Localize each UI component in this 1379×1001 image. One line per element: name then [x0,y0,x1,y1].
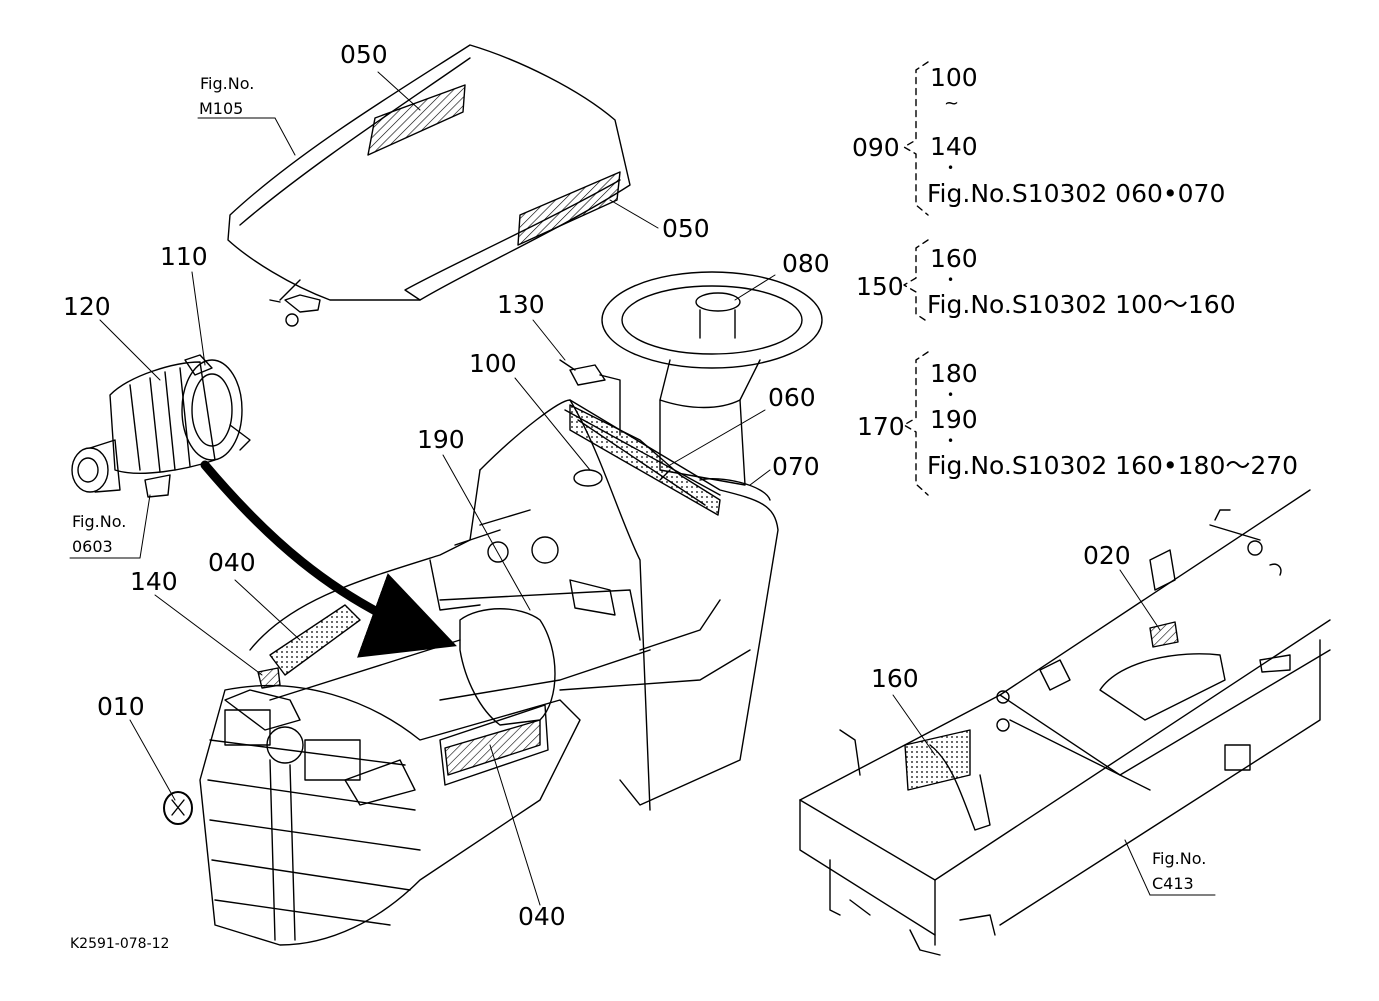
legend-brackets [903,61,929,496]
callout-050-side: 050 [662,214,710,243]
frame-decal-160 [904,729,971,791]
callout-070: 070 [772,452,820,481]
legend-170-parent: 170 [857,412,905,441]
callout-130: 130 [497,290,545,319]
frame-decal-020 [1149,621,1179,648]
tractor-body [249,469,751,726]
chassis-frame [799,489,1331,956]
callout-020: 020 [1083,541,1131,570]
emblem-010 [163,791,193,825]
legend-150-item: Fig.No.S10302 100～160 [927,290,1236,319]
callout-040-top: 040 [208,548,256,577]
hood-decal-top [367,84,466,156]
legend-090-item: 100 [930,63,978,92]
callout-010: 010 [97,692,145,721]
callout-160: 160 [871,664,919,693]
legend-170-item: 190 [930,405,978,434]
steering-wheel [601,271,823,486]
hood-latch [269,294,321,327]
part-130 [559,359,621,436]
legend-170-item: 180 [930,359,978,388]
dash-decal [569,404,721,516]
leader-lines [69,71,1216,906]
callout-050-top: 050 [340,40,388,69]
legend-090-item: Fig.No.S10302 060•070 [927,179,1226,208]
small-decal-140 [257,667,281,689]
callout-060: 060 [768,383,816,412]
legend-170-item: • [947,388,955,402]
figref-m105-line2: M105 [199,99,244,118]
legend-150-item: 160 [930,244,978,273]
figref-m105-line1: Fig.No. [200,74,255,93]
callout-100: 100 [469,349,517,378]
callout-110: 110 [160,242,208,271]
figref-c413-line2: C413 [1152,874,1194,893]
callout-080: 080 [782,249,830,278]
drawing-code: K2591-078-12 [70,936,170,952]
figref-0603-line2: 0603 [72,537,113,556]
callout-140: 140 [130,567,178,596]
callout-120: 120 [63,292,111,321]
legend-090-item: ~ [944,93,960,114]
hood-decal-side [517,171,621,246]
legend-090-item: 140 [930,132,978,161]
legend-170-item: • [947,434,955,448]
callout-190: 190 [417,425,465,454]
legend-150-item: • [947,273,955,287]
legend-150-parent: 150 [856,272,904,301]
legend-090-item: • [947,161,955,175]
legend-090-parent: 090 [852,133,900,162]
hood-panel [227,44,631,301]
callout-040-bottom: 040 [518,902,566,931]
front-decal [444,719,541,776]
legend-170-item: Fig.No.S10302 160•180～270 [927,451,1299,480]
figref-c413-line1: Fig.No. [1152,849,1207,868]
front-grille [199,684,581,946]
air-cleaner [71,354,251,498]
install-arrow [200,460,457,658]
figref-0603-line1: Fig.No. [72,512,127,531]
top-decal [269,604,361,676]
